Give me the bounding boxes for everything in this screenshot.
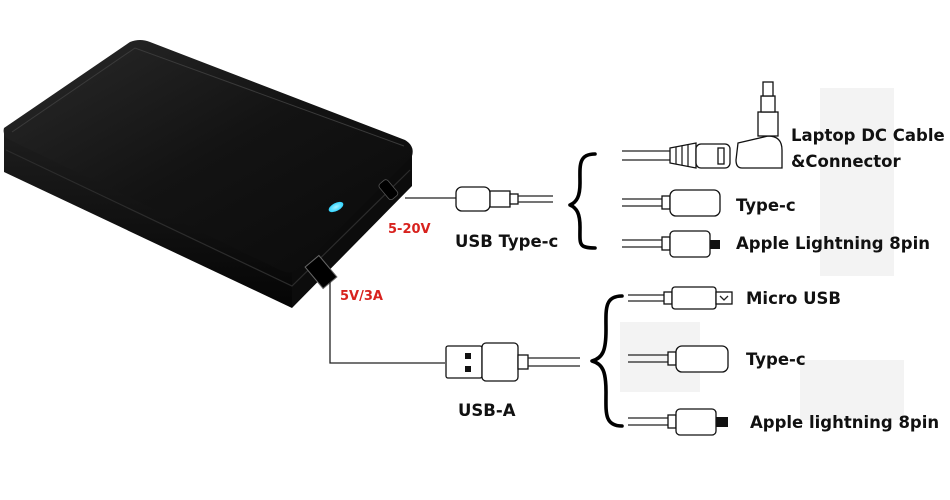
power-bank-device bbox=[3, 40, 413, 308]
usb-a-branch: 5V/3A USB-A Micro USB bbox=[329, 282, 939, 436]
laptop-dc-connector-icon bbox=[622, 81, 783, 169]
usba-port-label: USB-A bbox=[458, 401, 516, 420]
typec-port-label: USB Type-c bbox=[455, 232, 558, 251]
usba-lightning-label: Apple lightning 8pin bbox=[750, 413, 939, 432]
lightning-cable-label: Apple Lightning 8pin bbox=[736, 234, 930, 253]
usb-a-plug-icon bbox=[445, 342, 580, 382]
typec-brace-icon bbox=[568, 152, 597, 250]
usb-c-port bbox=[378, 179, 399, 201]
indicator-led bbox=[328, 201, 344, 213]
usb-typec-branch: 5-20V USB Type-c Laptop DC Cable &Co bbox=[388, 81, 945, 258]
typec-cable-label: Type-c bbox=[736, 196, 796, 215]
usba-voltage-label: 5V/3A bbox=[340, 289, 383, 304]
typec-cable-icon bbox=[622, 189, 721, 217]
usba-output-line bbox=[329, 282, 445, 364]
usba-typec-label: Type-c bbox=[746, 350, 806, 369]
usba-brace-icon bbox=[590, 294, 624, 428]
laptop-dc-label-line1: Laptop DC Cable bbox=[791, 126, 945, 145]
usba-lightning-cable-icon bbox=[628, 408, 728, 436]
micro-usb-cable-icon bbox=[628, 286, 733, 310]
usba-typec-cable-icon bbox=[628, 345, 729, 373]
micro-usb-label: Micro USB bbox=[746, 289, 841, 308]
laptop-dc-label-line2: &Connector bbox=[791, 152, 902, 171]
typec-plug-icon bbox=[455, 186, 553, 212]
lightning-cable-icon bbox=[622, 230, 720, 258]
typec-voltage-label: 5-20V bbox=[388, 222, 431, 237]
